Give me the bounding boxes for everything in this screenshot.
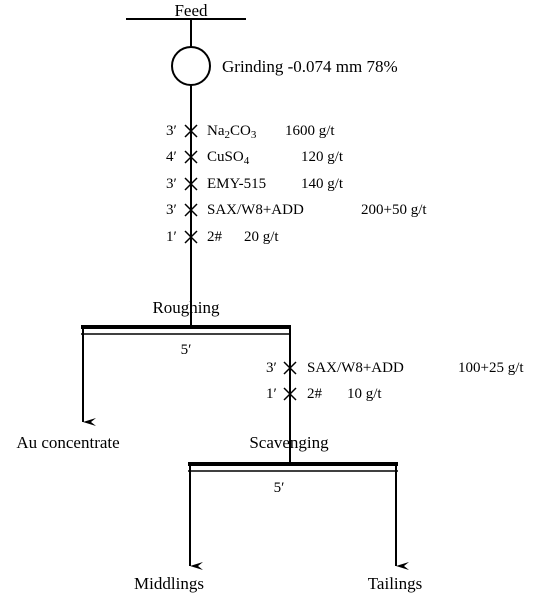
reagent-cross bbox=[184, 124, 198, 138]
roughing-label: Roughing bbox=[152, 298, 220, 317]
reagent-time: 3′ bbox=[166, 176, 177, 192]
reagent-name: SAX/W8+ADD bbox=[307, 360, 404, 376]
reagent-addition: 3′ SAX/W8+ADD 200+50 g/t bbox=[166, 202, 427, 218]
reagent-addition: 4′ CuSO4 120 g/t bbox=[166, 149, 344, 167]
reagent-addition: 3′ Na2CO3 1600 g/t bbox=[166, 123, 335, 141]
reagent-dosage: 140 g/t bbox=[301, 176, 344, 192]
reagent-dosage: 10 g/t bbox=[347, 386, 382, 402]
reagent-name: CuSO4 bbox=[207, 149, 250, 167]
reagent-dosage: 1600 g/t bbox=[285, 123, 335, 139]
grinding-label: Grinding -0.074 mm 78% bbox=[222, 57, 398, 76]
reagent-dosage: 200+50 g/t bbox=[361, 202, 427, 218]
reagent-cross bbox=[283, 361, 297, 375]
reagent-time: 3′ bbox=[166, 202, 177, 218]
reagent-time: 1′ bbox=[166, 229, 177, 245]
reagent-addition: 1′ 2# 20 g/t bbox=[166, 229, 279, 245]
reagent-name: 2# bbox=[307, 386, 323, 402]
feed-label: Feed bbox=[174, 1, 208, 20]
reagent-name: SAX/W8+ADD bbox=[207, 202, 304, 218]
reagent-addition: 3′ EMY-515 140 g/t bbox=[166, 176, 344, 192]
tailings-label: Tailings bbox=[368, 574, 423, 593]
roughing-time: 5′ bbox=[181, 342, 192, 358]
reagent-dosage: 20 g/t bbox=[244, 229, 279, 245]
reagent-cross bbox=[184, 230, 198, 244]
reagent-name: Na2CO3 bbox=[207, 123, 257, 141]
scavenging-label: Scavenging bbox=[249, 433, 329, 452]
reagent-cross bbox=[283, 387, 297, 401]
reagent-time: 4′ bbox=[166, 149, 177, 165]
reagent-time: 3′ bbox=[266, 360, 277, 376]
middlings-label: Middlings bbox=[134, 574, 204, 593]
reagent-name: 2# bbox=[207, 229, 223, 245]
grinding-mill bbox=[171, 46, 211, 86]
reagent-dosage: 120 g/t bbox=[301, 149, 344, 165]
au-concentrate-label: Au concentrate bbox=[16, 433, 119, 452]
reagent-cross bbox=[184, 203, 198, 217]
reagent-time: 3′ bbox=[166, 123, 177, 139]
reagent-name: EMY-515 bbox=[207, 176, 266, 192]
reagent-cross bbox=[184, 177, 198, 191]
reagent-dosage: 100+25 g/t bbox=[458, 360, 524, 376]
scavenging-time: 5′ bbox=[274, 480, 285, 496]
reagent-time: 1′ bbox=[266, 386, 277, 402]
reagent-addition: 3′ SAX/W8+ADD 100+25 g/t bbox=[266, 360, 524, 376]
reagent-cross bbox=[184, 150, 198, 164]
scavenging-cell bbox=[188, 462, 398, 466]
roughing-cell bbox=[81, 325, 291, 329]
reagent-addition: 1′ 2# 10 g/t bbox=[266, 386, 382, 402]
